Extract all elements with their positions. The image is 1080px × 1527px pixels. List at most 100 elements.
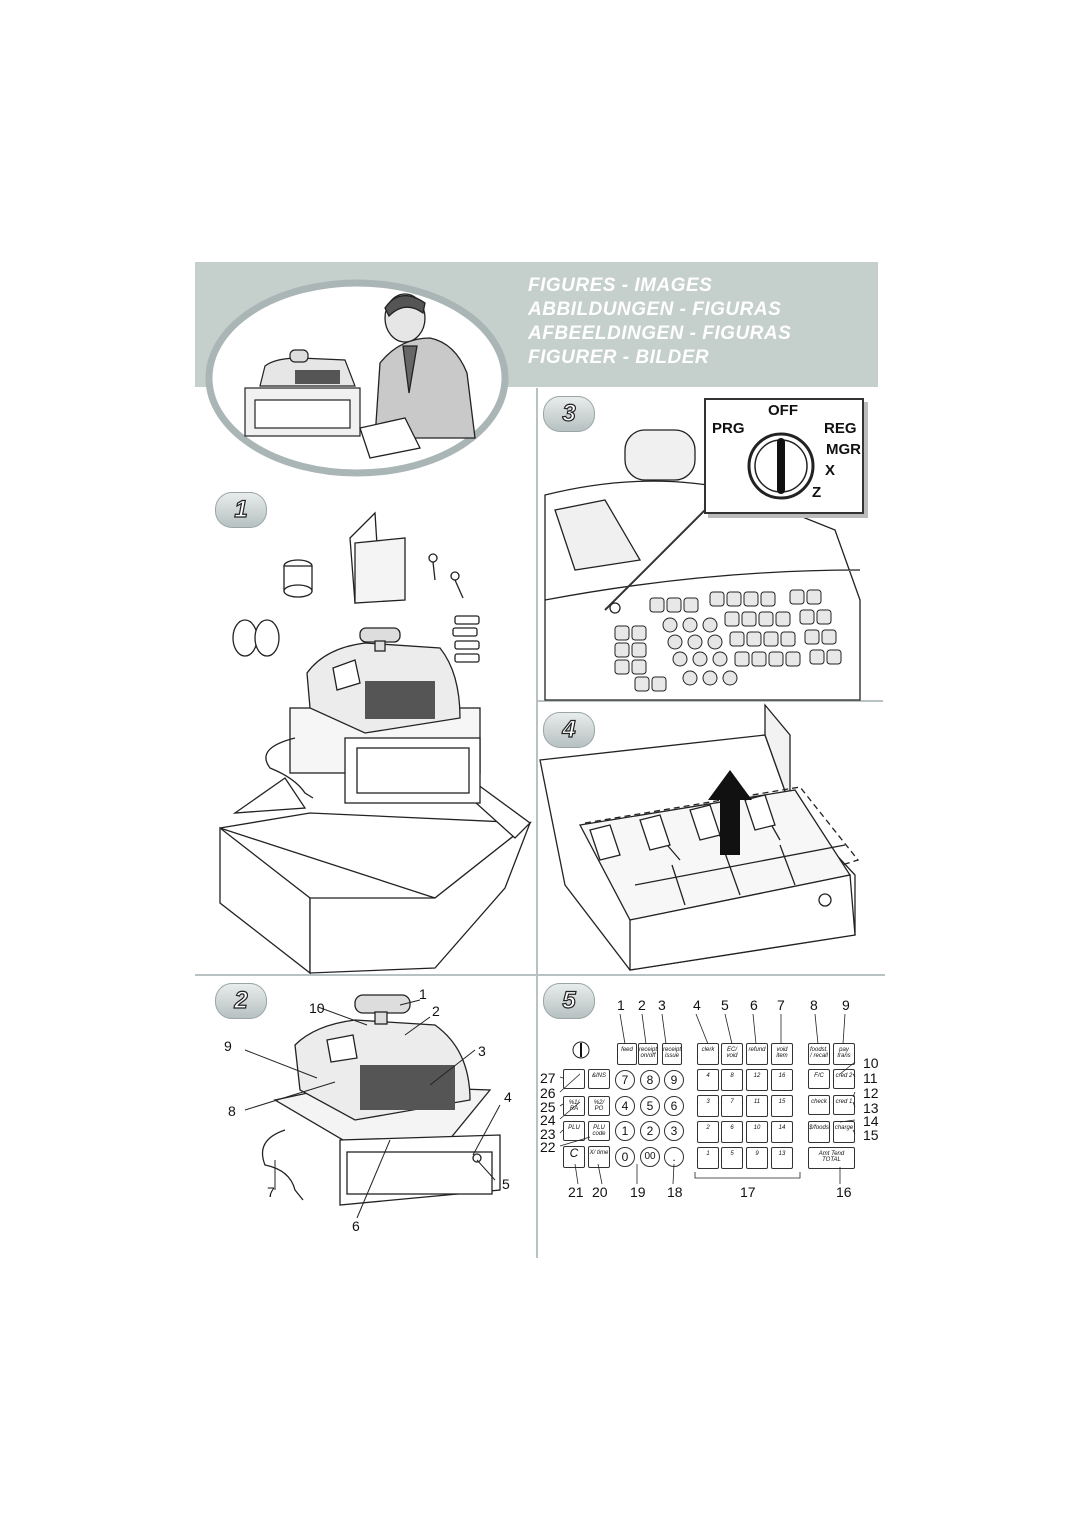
dept-key-10[interactable]: 10 xyxy=(746,1121,768,1143)
dept-key-12[interactable]: 12 xyxy=(746,1069,768,1091)
fig5-callout-11: 11 xyxy=(863,1070,878,1086)
dept-key-5[interactable]: 5 xyxy=(721,1147,743,1169)
intro-illustration xyxy=(205,279,509,477)
numkey-4[interactable]: 4 xyxy=(615,1096,635,1116)
fig5-callout-7: 7 xyxy=(777,997,785,1013)
fig5-callout-25: 25 xyxy=(540,1099,556,1115)
fig5-callout-20: 20 xyxy=(592,1184,608,1200)
key-dollar-foods[interactable]: $/foods xyxy=(808,1121,830,1143)
fig5-callout-8: 8 xyxy=(810,997,818,1013)
dial-label-off: OFF xyxy=(768,402,798,419)
numkey-3[interactable]: 3 xyxy=(664,1121,684,1141)
step-badge-2: 2 xyxy=(215,983,267,1019)
dept-key-6[interactable]: 6 xyxy=(721,1121,743,1143)
dial-label-mgr: MGR xyxy=(826,441,861,458)
key-void-item[interactable]: void item xyxy=(771,1043,793,1065)
fig5-callout-14: 14 xyxy=(863,1113,879,1129)
fig2-callout-4: 4 xyxy=(504,1089,512,1105)
key-refund[interactable]: refund xyxy=(746,1043,768,1065)
numkey-8[interactable]: 8 xyxy=(640,1070,660,1090)
fig2-callout-1: 1 xyxy=(419,986,427,1002)
fig2-callout-10: 10 xyxy=(309,1000,325,1016)
fig5-callout-12: 12 xyxy=(863,1085,879,1101)
numkey-decimal[interactable]: . xyxy=(664,1147,684,1167)
fig5-callout-18: 18 xyxy=(667,1184,683,1200)
step-badge-5: 5 xyxy=(543,983,595,1019)
fig5-callout-16: 16 xyxy=(836,1184,852,1200)
fig5-callout-13: 13 xyxy=(863,1100,879,1116)
key-clear[interactable]: C xyxy=(563,1146,585,1168)
fig5-callout-24: 24 xyxy=(540,1112,556,1128)
key-fc[interactable]: F/C xyxy=(808,1069,830,1089)
figure-2-register-parts xyxy=(244,994,501,1219)
dept-key-15[interactable]: 15 xyxy=(771,1095,793,1117)
dept-key-9[interactable]: 9 xyxy=(746,1147,768,1169)
divider-vertical xyxy=(536,388,538,1258)
dept-key-1[interactable]: 1 xyxy=(697,1147,719,1169)
banner-title-4: FIGURER - BILDER xyxy=(528,347,710,368)
figure-3-register-top xyxy=(544,429,861,701)
divider-h-right-top xyxy=(538,700,883,702)
fig5-callout-6: 6 xyxy=(750,997,758,1013)
banner-title-3: AFBEELDINGEN - FIGURAS xyxy=(528,323,792,344)
numkey-2[interactable]: 2 xyxy=(640,1121,660,1141)
key-pct2-po[interactable]: %2/ PO xyxy=(588,1096,610,1116)
numkey-6[interactable]: 6 xyxy=(664,1096,684,1116)
figure-4-drawer xyxy=(539,703,860,971)
key-left-1b[interactable]: &INS xyxy=(588,1069,610,1089)
dial-label-x: X xyxy=(825,462,836,479)
numkey-7[interactable]: 7 xyxy=(615,1070,635,1090)
dial-label-prg: PRG xyxy=(712,420,745,437)
key-foodst-recall[interactable]: foodst. / recall xyxy=(808,1043,830,1065)
numkey-9[interactable]: 9 xyxy=(664,1070,684,1090)
fig5-callout-19: 19 xyxy=(630,1184,646,1200)
step-badge-3: 3 xyxy=(543,396,595,432)
fig5-leader-lines xyxy=(559,1013,856,1185)
numkey-00[interactable]: 00 xyxy=(640,1147,660,1167)
dept-key-3[interactable]: 3 xyxy=(697,1095,719,1117)
dept-key-13[interactable]: 13 xyxy=(771,1147,793,1169)
key-feed[interactable]: feed xyxy=(617,1043,637,1065)
fig5-callout-1: 1 xyxy=(617,997,625,1013)
fig5-callout-22: 22 xyxy=(540,1139,556,1155)
dept-key-14[interactable]: 14 xyxy=(771,1121,793,1143)
step-badge-1: 1 xyxy=(215,492,267,528)
key-receipt-onoff[interactable]: receipt on/off xyxy=(638,1043,658,1065)
fig5-callout-9: 9 xyxy=(842,997,850,1013)
key-ec-void[interactable]: EC/ void xyxy=(721,1043,743,1065)
banner-titles: FIGURES - IMAGES ABBILDUNGEN - FIGURAS A… xyxy=(528,274,878,370)
dept-key-8[interactable]: 8 xyxy=(721,1069,743,1091)
divider-h-middle xyxy=(195,974,885,976)
numkey-1[interactable]: 1 xyxy=(615,1121,635,1141)
fig5-callout-23: 23 xyxy=(540,1126,556,1142)
fig2-callout-8: 8 xyxy=(228,1103,236,1119)
fig5-callout-2: 2 xyxy=(638,997,646,1013)
key-clerk[interactable]: clerk xyxy=(697,1043,719,1065)
key-cred-2[interactable]: cred 2 xyxy=(833,1069,855,1089)
small-mode-dial-icon xyxy=(572,1041,590,1059)
fig2-callout-5: 5 xyxy=(502,1176,510,1192)
dept-key-11[interactable]: 11 xyxy=(746,1095,768,1117)
key-plu[interactable]: PLU xyxy=(563,1121,585,1141)
key-receipt-issue[interactable]: receipt issue xyxy=(662,1043,682,1065)
fig5-callout-10: 10 xyxy=(863,1055,879,1071)
key-plu-code[interactable]: PLU code xyxy=(588,1121,610,1141)
key-check[interactable]: check xyxy=(808,1095,830,1115)
numkey-0[interactable]: 0 xyxy=(615,1147,635,1167)
key-pct1-ra[interactable]: %1/ RA xyxy=(563,1096,585,1116)
dept-key-16[interactable]: 16 xyxy=(771,1069,793,1091)
banner-title-1: FIGURES - IMAGES xyxy=(528,275,713,296)
fig2-callout-2: 2 xyxy=(432,1003,440,1019)
fig5-callout-4: 4 xyxy=(693,997,701,1013)
step-badge-4: 4 xyxy=(543,712,595,748)
key-amt-tend-total[interactable]: Amt Tend TOTAL xyxy=(808,1147,855,1169)
fig5-callout-26: 26 xyxy=(540,1085,556,1101)
fig5-callout-5: 5 xyxy=(721,997,729,1013)
dept-key-2[interactable]: 2 xyxy=(697,1121,719,1143)
dept-key-7[interactable]: 7 xyxy=(721,1095,743,1117)
fig5-callout-3: 3 xyxy=(658,997,666,1013)
numkey-5[interactable]: 5 xyxy=(640,1096,660,1116)
dept-key-4[interactable]: 4 xyxy=(697,1069,719,1091)
key-pay-trans[interactable]: pay trans xyxy=(833,1043,855,1065)
fig5-callout-27: 27 xyxy=(540,1070,556,1086)
